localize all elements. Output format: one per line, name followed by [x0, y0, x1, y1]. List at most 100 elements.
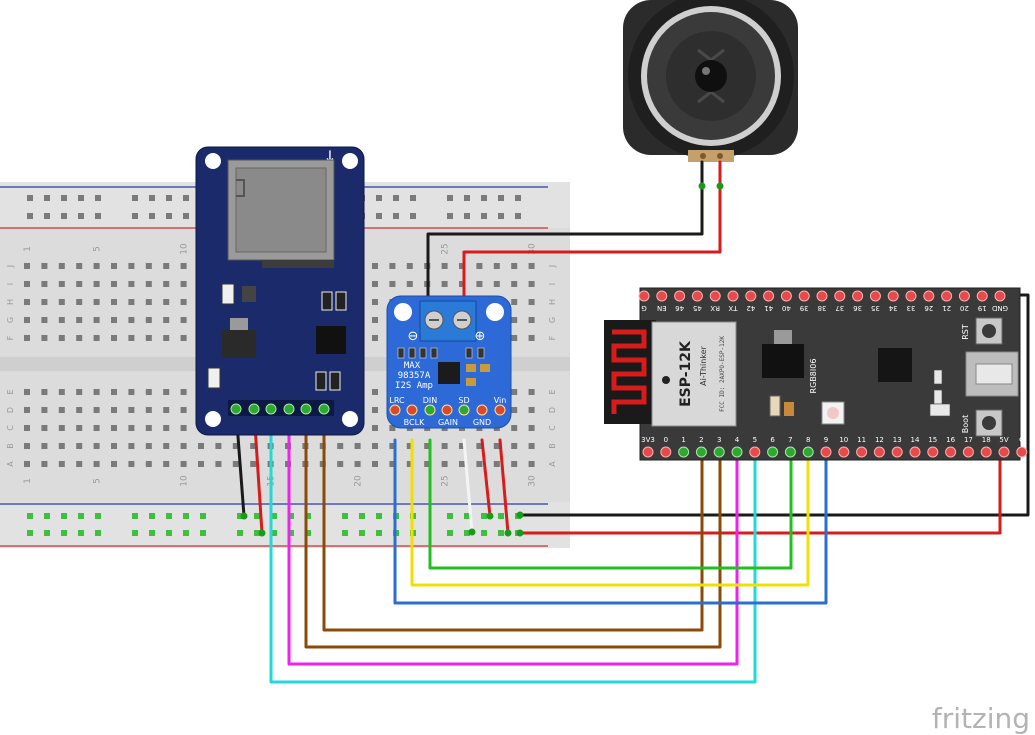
- rail-hole[interactable]: [464, 513, 470, 519]
- esp-top-pin[interactable]: [834, 290, 846, 302]
- esp-top-pin[interactable]: [816, 290, 828, 302]
- breadboard-hole[interactable]: [511, 443, 518, 449]
- rail-hole[interactable]: [376, 213, 382, 219]
- breadboard-hole[interactable]: [215, 461, 222, 467]
- breadboard-hole[interactable]: [111, 443, 117, 449]
- breadboard-hole[interactable]: [93, 425, 100, 431]
- breadboard-hole[interactable]: [441, 443, 448, 449]
- breadboard-hole[interactable]: [441, 461, 448, 467]
- rail-hole[interactable]: [359, 530, 365, 536]
- rail-hole[interactable]: [359, 513, 365, 519]
- esp-top-pin[interactable]: [852, 290, 864, 302]
- breadboard-hole[interactable]: [93, 443, 100, 449]
- breadboard-hole[interactable]: [528, 317, 535, 323]
- breadboard-hole[interactable]: [163, 335, 170, 341]
- breadboard-hole[interactable]: [476, 281, 483, 287]
- breadboard-hole[interactable]: [145, 281, 152, 287]
- breadboard-hole[interactable]: [511, 389, 518, 395]
- breadboard-hole[interactable]: [372, 317, 378, 323]
- breadboard-hole[interactable]: [58, 281, 65, 287]
- breadboard-hole[interactable]: [58, 461, 65, 467]
- wire-amp-blue[interactable]: [393, 438, 828, 605]
- breadboard-hole[interactable]: [180, 443, 187, 449]
- rail-hole[interactable]: [237, 513, 243, 519]
- breadboard-hole[interactable]: [180, 389, 187, 395]
- breadboard-hole[interactable]: [215, 443, 222, 449]
- breadboard-hole[interactable]: [511, 281, 518, 287]
- breadboard-hole[interactable]: [372, 281, 378, 287]
- breadboard-hole[interactable]: [389, 281, 396, 287]
- esp-top-pin[interactable]: [887, 290, 899, 302]
- rail-hole[interactable]: [61, 213, 67, 219]
- breadboard-hole[interactable]: [441, 281, 448, 287]
- esp-bottom-pin[interactable]: [784, 446, 796, 458]
- rail-hole[interactable]: [271, 530, 277, 536]
- breadboard-hole[interactable]: [24, 443, 30, 449]
- breadboard-hole[interactable]: [337, 443, 344, 449]
- breadboard-hole[interactable]: [76, 389, 83, 395]
- breadboard-hole[interactable]: [459, 263, 465, 269]
- breadboard-hole[interactable]: [76, 407, 83, 413]
- breadboard-hole[interactable]: [41, 299, 48, 305]
- breadboard-hole[interactable]: [511, 263, 518, 269]
- breadboard-hole[interactable]: [372, 335, 378, 341]
- rail-hole[interactable]: [237, 530, 243, 536]
- esp-top-pin[interactable]: [763, 290, 775, 302]
- breadboard-hole[interactable]: [128, 407, 135, 413]
- rail-hole[interactable]: [78, 213, 84, 219]
- breadboard-hole[interactable]: [58, 317, 65, 323]
- esp-top-pin[interactable]: [727, 290, 739, 302]
- esp-rst-button-cap[interactable]: [982, 324, 996, 338]
- breadboard-hole[interactable]: [180, 425, 187, 431]
- breadboard-hole[interactable]: [76, 335, 83, 341]
- esp-bottom-pin[interactable]: [962, 446, 974, 458]
- rail-hole[interactable]: [376, 513, 382, 519]
- rail-hole[interactable]: [183, 195, 189, 201]
- breadboard-hole[interactable]: [24, 461, 30, 467]
- breadboard-hole[interactable]: [493, 281, 500, 287]
- breadboard-hole[interactable]: [76, 461, 83, 467]
- breadboard-hole[interactable]: [389, 461, 396, 467]
- wire-speaker-red[interactable]: [462, 160, 722, 320]
- wire-sd-magenta[interactable]: [287, 408, 739, 666]
- esp-top-pin[interactable]: [905, 290, 917, 302]
- breadboard-hole[interactable]: [128, 263, 135, 269]
- esp-bottom-pin[interactable]: [909, 446, 921, 458]
- breadboard-hole[interactable]: [24, 407, 30, 413]
- rail-hole[interactable]: [498, 195, 504, 201]
- wire-5v-rail[interactable]: [518, 450, 1002, 535]
- rail-hole[interactable]: [78, 195, 84, 201]
- breadboard-hole[interactable]: [145, 407, 152, 413]
- rail-hole[interactable]: [61, 195, 67, 201]
- breadboard-hole[interactable]: [145, 317, 152, 323]
- esp-bottom-pin[interactable]: [1016, 446, 1028, 458]
- breadboard-hole[interactable]: [372, 299, 378, 305]
- breadboard-hole[interactable]: [145, 389, 152, 395]
- rail-hole[interactable]: [95, 195, 101, 201]
- wire-amp-yellow[interactable]: [410, 438, 810, 587]
- breadboard-hole[interactable]: [145, 461, 152, 467]
- esp-top-pin[interactable]: [656, 290, 668, 302]
- breadboard-hole[interactable]: [58, 335, 65, 341]
- breadboard-hole[interactable]: [180, 281, 187, 287]
- rail-hole[interactable]: [78, 513, 84, 519]
- breadboard-hole[interactable]: [476, 461, 483, 467]
- breadboard-hole[interactable]: [145, 263, 152, 269]
- breadboard-hole[interactable]: [528, 425, 535, 431]
- breadboard-hole[interactable]: [528, 443, 535, 449]
- breadboard-hole[interactable]: [128, 299, 135, 305]
- rail-hole[interactable]: [166, 213, 172, 219]
- breadboard-hole[interactable]: [128, 443, 135, 449]
- wire-sd-brown-1[interactable]: [304, 408, 722, 649]
- breadboard-hole[interactable]: [111, 317, 117, 323]
- rail-hole[interactable]: [27, 195, 33, 201]
- rail-hole[interactable]: [481, 195, 487, 201]
- rail-hole[interactable]: [288, 513, 294, 519]
- breadboard-hole[interactable]: [163, 461, 170, 467]
- rail-hole[interactable]: [78, 530, 84, 536]
- esp-top-pin[interactable]: [994, 290, 1006, 302]
- esp-top-pin[interactable]: [709, 290, 721, 302]
- esp-bottom-pin[interactable]: [695, 446, 707, 458]
- esp-top-pin[interactable]: [798, 290, 810, 302]
- breadboard-hole[interactable]: [111, 389, 117, 395]
